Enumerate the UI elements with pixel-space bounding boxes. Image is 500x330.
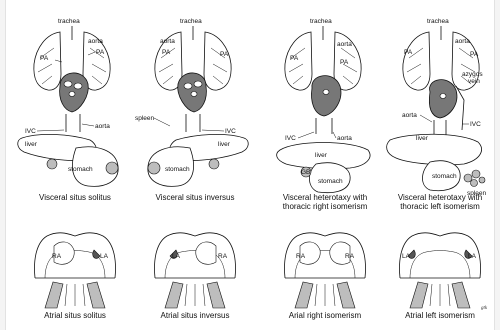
ivc-label: IVC [25,128,36,135]
caption-visceral-left-isomerism-line2: thoracic left isomerism [400,202,480,211]
ivc-label: IVC [470,121,481,128]
aorta-label: aorta [88,38,103,45]
caption-atrial-solitus: Atrial situs solitus [44,311,106,320]
caption-visceral-inversus: Visceral situs inversus [156,193,235,202]
azygos-label: azygos [462,71,483,78]
pa-right-label: PA [96,49,105,56]
pa-right-label: PA [470,51,479,58]
panel-visceral-left-isomerism: trachea aorta PA PA azygos vein aorta IV… [387,18,487,211]
aorta-bottom-label: aorta [95,123,110,130]
gb-label: GB [301,169,310,176]
vein-label: vein [468,78,480,85]
stomach-label: stomach [165,166,190,173]
liver-label: liver [25,141,38,148]
stomach-label: stomach [68,166,93,173]
ivc-label: IVC [285,135,296,142]
pa-left-label: PA [40,55,49,62]
panel-visceral-inversus: trachea aorta PA PA spleen IVC liver sto… [135,18,248,202]
aorta-bottom-label: aorta [337,135,352,142]
stomach-label: stomach [432,173,457,180]
atrium-right-label: RA [218,253,228,260]
atrium-left-label: RA [52,253,62,260]
liver-label: liver [315,152,328,159]
atrium-right-label: RA [345,253,355,260]
caption-visceral-right-isomerism-line2: thoracic right isomerism [283,202,368,211]
panel-atrial-solitus: RA LA Atrial situs solitus [35,233,116,320]
panel-visceral-right-isomerism: trachea aorta PA PA IVC aorta liver stom… [277,18,370,211]
atrium-left-label: RA [296,253,306,260]
caption-visceral-right-isomerism-line1: Visceral heterotaxy with [283,193,367,202]
caption-atrial-inversus: Atrial situs inversus [161,311,230,320]
panel-atrial-inversus: LA RA Atrial situs inversus [155,233,236,320]
atrium-left-label: LA [172,253,181,260]
aorta-bottom-label: aorta [402,112,417,119]
liver-label: liver [416,135,429,142]
author-signature: gtk [481,306,488,311]
atrium-left-label: LA [402,253,411,260]
trachea-label: trachea [180,18,202,25]
ivc-label: IVC [225,128,236,135]
pa-right-label: PA [220,51,229,58]
pa-left-label: PA [290,55,299,62]
atrium-right-label: LA [468,253,477,260]
aorta-label: aorta [455,38,470,45]
spleen-label: spleen [135,115,155,122]
caption-atrial-left-isomerism: Atrial left isomerism [405,311,475,320]
panel-visceral-solitus: trachea aorta PA PA IVC aorta liver stom… [18,18,118,202]
caption-visceral-left-isomerism-line1: Visceral heterotaxy with [398,193,482,202]
pa-left-label: PA [162,49,171,56]
aorta-label: aorta [160,38,175,45]
caption-visceral-solitus: Visceral situs solitus [39,193,111,202]
trachea-label: trachea [58,18,80,25]
trachea-label: trachea [310,18,332,25]
pa-left-label: PA [404,49,413,56]
pa-right-label: PA [340,59,349,66]
panel-atrial-right-isomerism: RA RA Arial right isomerism [285,233,366,320]
liver-label: liver [218,141,231,148]
stomach-label: stomach [318,178,343,185]
trachea-label: trachea [427,18,449,25]
aorta-label: aorta [337,41,352,48]
caption-atrial-right-isomerism: Arial right isomerism [289,311,362,320]
panel-atrial-left-isomerism: LA LA Atrial left isomerism [400,233,481,320]
atrium-right-label: LA [100,253,109,260]
